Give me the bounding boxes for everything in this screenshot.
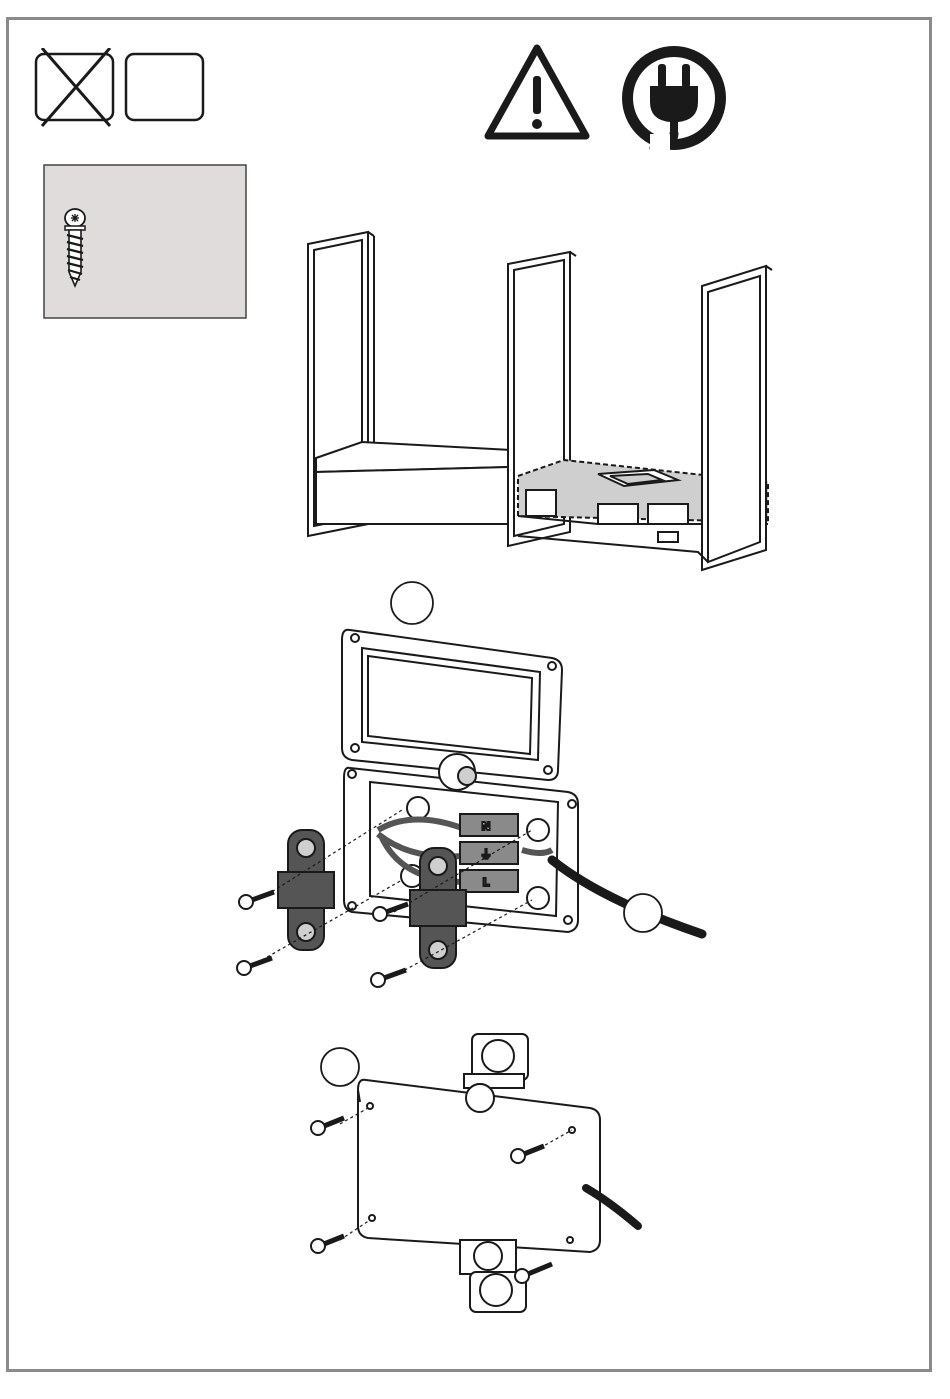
- screw-1: [239, 892, 274, 909]
- junction-box-open-illustration: N ⏚ L: [222, 620, 722, 1020]
- terminal-block: N ⏚ L: [460, 814, 518, 892]
- cover-screw-3: [311, 1236, 344, 1253]
- callout-circle-b: [620, 890, 666, 936]
- unplugged-power-icon: [614, 40, 738, 158]
- cover-screw-1: [311, 1118, 344, 1135]
- one-person-icon: [126, 54, 203, 120]
- cable-clamp-left: [278, 830, 334, 950]
- cabinet-frame-illustration: [298, 224, 788, 574]
- warning-triangle-icon: [482, 42, 592, 142]
- person-indicator: [30, 48, 220, 128]
- one-person-crossed-out-icon: [36, 48, 113, 126]
- terminal-label-l: L: [482, 876, 489, 889]
- cover-screw-4: [515, 1264, 552, 1283]
- terminal-label-n: N: [481, 820, 490, 833]
- screw-4: [371, 970, 406, 987]
- parts-box: [43, 164, 249, 322]
- junction-box-cover: [358, 1080, 600, 1252]
- screw-2: [237, 958, 272, 975]
- junction-box-closed-illustration: [300, 1030, 660, 1320]
